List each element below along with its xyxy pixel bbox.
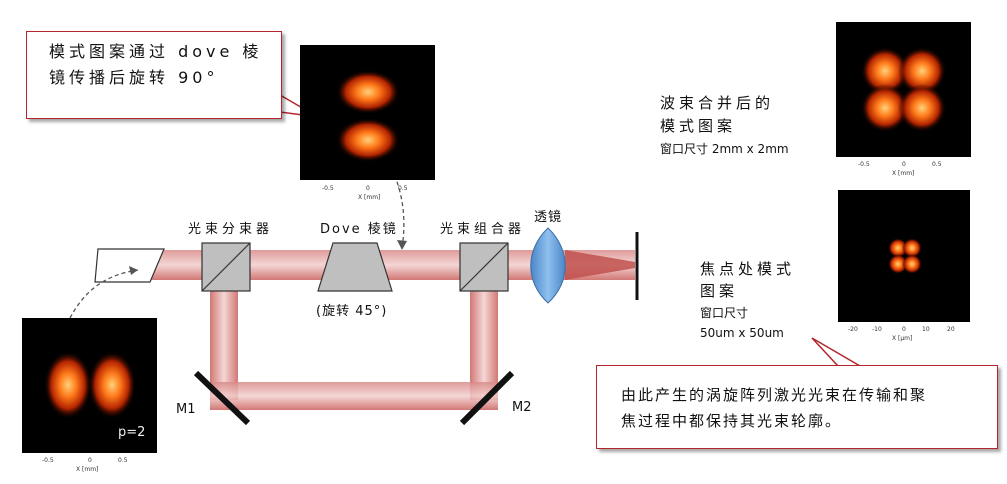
- callout-top-line2: 镜传播后旋转 90°: [49, 68, 219, 87]
- svg-text:-0.5: -0.5: [858, 161, 870, 168]
- laser-source: [94, 248, 165, 283]
- combined-window-size: 窗口尺寸 2mm x 2mm: [660, 142, 789, 156]
- label-p-value: p=2: [118, 425, 146, 440]
- dove-prism: [317, 242, 393, 292]
- combined-title-line1: 波束合并后的: [660, 94, 775, 112]
- svg-text:0.5: 0.5: [118, 457, 128, 464]
- callout-dove-rotation: 模式图案通过 dove 棱 镜传播后旋转 90°: [26, 31, 282, 119]
- svg-text:10: 10: [922, 326, 930, 333]
- label-mirror-m1: M1: [176, 402, 196, 417]
- svg-text:0: 0: [366, 185, 370, 192]
- svg-text:-20: -20: [848, 326, 858, 333]
- mirror-m2: [459, 370, 515, 426]
- dove-plot-xlabel: X [mm]: [358, 194, 380, 201]
- focus-window-size: 50um x 50um: [700, 326, 784, 340]
- label-mirror-m2: M2: [512, 400, 532, 415]
- plot-combined-mode: -0.5 0 0.5 X [mm]: [836, 22, 971, 177]
- label-beam-splitter: 光束分束器: [188, 222, 274, 237]
- lens: [530, 227, 566, 304]
- label-beam-combiner: 光束组合器: [440, 222, 526, 237]
- beam-splitter: [201, 242, 251, 292]
- svg-text:0: 0: [902, 161, 906, 168]
- label-rotation: (旋转 45°): [316, 304, 388, 319]
- mirror-m1: [193, 370, 251, 426]
- svg-text:0.5: 0.5: [932, 161, 942, 168]
- focus-title-line2: 图案: [700, 282, 739, 300]
- label-dove-prism: Dove 棱镜: [320, 222, 398, 237]
- focus-window-label: 窗口尺寸: [700, 306, 749, 320]
- dashed-arrow-dove: [371, 139, 405, 249]
- svg-text:0: 0: [902, 326, 906, 333]
- svg-text:20: 20: [947, 326, 955, 333]
- svg-text:-10: -10: [872, 326, 882, 333]
- callout-bottom-line1: 由此产生的涡旋阵列激光光束在传输和聚: [621, 386, 928, 404]
- svg-text:0: 0: [88, 457, 92, 464]
- callout-beam-profile: 由此产生的涡旋阵列激光光束在传输和聚 焦过程中都保持其光束轮廓。: [596, 365, 998, 449]
- beam-combiner: [459, 242, 509, 292]
- input-plot-xlabel: X [mm]: [76, 466, 98, 473]
- plot-focus-mode: -20 -10 0 10 20 X [μm]: [838, 190, 970, 342]
- svg-text:-0.5: -0.5: [42, 457, 54, 464]
- callout-bottom-tail: [811, 337, 863, 367]
- callout-top-line1: 模式图案通过 dove 棱: [49, 42, 263, 61]
- dashed-arrow-input: [69, 269, 139, 319]
- svg-text:-0.5: -0.5: [322, 185, 334, 192]
- combined-title-line2: 模式图案: [660, 117, 737, 135]
- callout-bottom-line2: 焦过程中都保持其光束轮廓。: [621, 412, 843, 430]
- combined-plot-xlabel: X [mm]: [892, 170, 914, 177]
- arrow-head-dove: [397, 240, 407, 250]
- focus-plot-xlabel: X [μm]: [892, 335, 912, 342]
- arrow-head-input: [129, 266, 138, 275]
- plot-input-mode: -0.5 0 0.5 X [mm]: [22, 318, 157, 473]
- label-lens: 透镜: [534, 210, 563, 225]
- focus-title-line1: 焦点处模式: [700, 260, 796, 278]
- svg-text:0.5: 0.5: [398, 185, 408, 192]
- plot-after-dove: -0.5 0 0.5 X [mm]: [300, 45, 435, 201]
